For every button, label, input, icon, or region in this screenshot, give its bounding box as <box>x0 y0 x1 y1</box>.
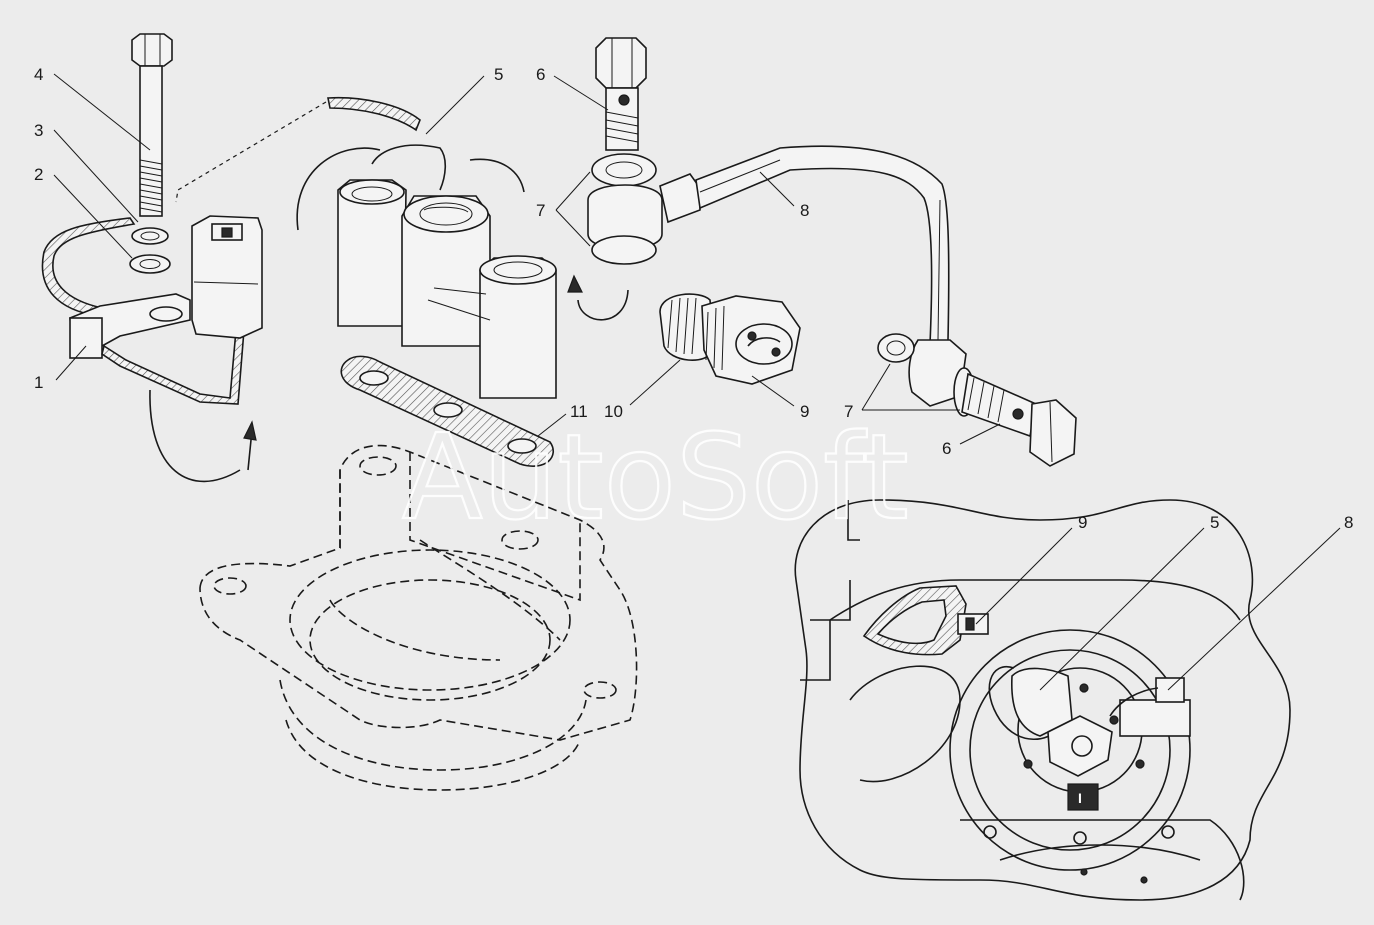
callout-11: 11 <box>570 402 588 421</box>
spring-washer-part <box>131 227 169 245</box>
callout-4: 4 <box>34 65 43 84</box>
solenoid-valve-part <box>175 96 629 399</box>
callout-2: 2 <box>34 165 43 184</box>
mounting-housing-dashed <box>199 444 638 791</box>
callout-7-lower: 7 <box>844 402 853 421</box>
callout-8: 8 <box>800 201 809 220</box>
watermark-text: AutoSoft <box>402 408 909 546</box>
callout-8-inset: 8 <box>1344 513 1353 532</box>
callout-1: 1 <box>34 373 43 392</box>
flat-washer-part <box>129 254 171 274</box>
pressure-sensor-part <box>659 293 801 385</box>
callout-9-inset: 9 <box>1078 513 1087 532</box>
wire-bracket-assembly <box>41 215 263 483</box>
callout-3: 3 <box>34 121 43 140</box>
callout-labels: 4 3 2 1 5 6 7 8 10 9 11 7 6 9 5 8 I <box>34 65 1353 806</box>
callout-10: 10 <box>604 402 623 421</box>
fuel-pipe-assembly <box>587 37 1077 467</box>
leader-lines <box>53 73 1341 691</box>
gasket-part <box>340 355 555 467</box>
bolt-part <box>131 33 173 217</box>
callout-7: 7 <box>536 201 545 220</box>
inset-marker-label: I <box>1078 790 1082 806</box>
inset-detail-view <box>794 499 1291 901</box>
callout-5-inset: 5 <box>1210 513 1219 532</box>
callout-9: 9 <box>800 402 809 421</box>
callout-5: 5 <box>494 65 503 84</box>
callout-6-lower: 6 <box>942 439 951 458</box>
callout-6: 6 <box>536 65 545 84</box>
